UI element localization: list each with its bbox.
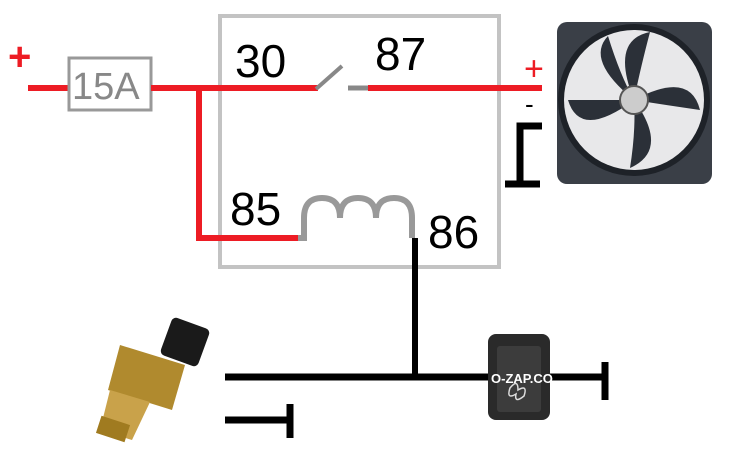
input-plus-sign: + [8,35,31,79]
radiator-fan-icon [557,22,712,184]
pin-30-label: 30 [235,35,286,87]
fuse-label: 15A [72,66,140,108]
pin-87-label: 87 [375,28,426,80]
relay-box [218,14,501,269]
fan-plus-sign: + [524,50,544,88]
fan-minus-sign: - [525,89,534,119]
fan-ground-icon [516,122,542,184]
fuse-box [67,56,153,112]
fan-switch-icon[interactable] [488,334,550,420]
pin-86-label: 86 [428,206,479,258]
wire-to-85 [196,88,300,241]
temperature-sensor-icon [95,317,210,443]
watermark: O-ZAP.CO [491,371,553,386]
relay-switch-contact [314,64,344,91]
pin-85-label: 85 [230,183,281,235]
relay-coil [298,194,415,241]
